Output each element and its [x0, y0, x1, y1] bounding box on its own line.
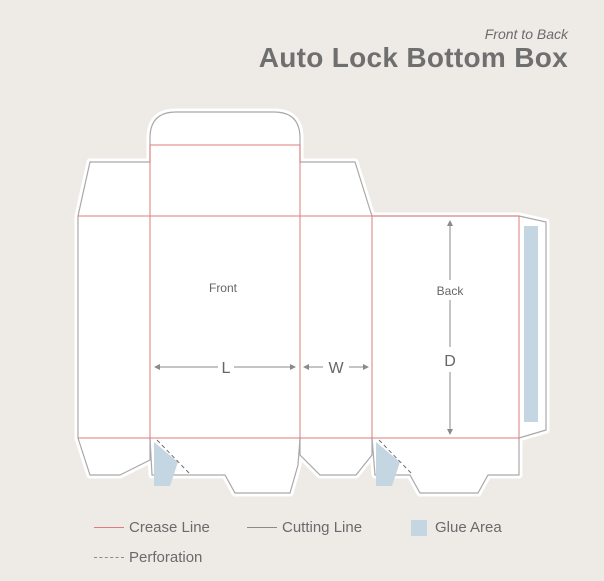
- back-panel-label: Back: [437, 284, 465, 298]
- legend-cutting-label: Cutting Line: [282, 519, 363, 536]
- legend-glue-label: Glue Area: [435, 519, 502, 536]
- crease-lines: [78, 144, 520, 439]
- depth-label: D: [444, 353, 456, 370]
- diagram-title: Auto Lock Bottom Box: [258, 42, 568, 73]
- legend-perforation-label: Perforation: [129, 549, 203, 566]
- crease-line-swatch: [94, 527, 124, 528]
- glue-areas: [154, 226, 538, 486]
- front-panel-label: Front: [209, 281, 238, 295]
- glue-area-swatch: [411, 519, 427, 536]
- legend-cutting: Cutting Line: [247, 519, 362, 536]
- box-outline: [74, 108, 550, 497]
- legend-crease: Crease Line: [94, 519, 210, 536]
- perforation-swatch: [94, 557, 124, 558]
- perforation-lines: [156, 439, 413, 475]
- legend-crease-label: Crease Line: [129, 519, 210, 536]
- length-label: L: [222, 360, 231, 377]
- legend-glue: Glue Area: [411, 519, 502, 536]
- cutting-line-swatch: [247, 527, 277, 528]
- legend-perforation: Perforation: [94, 549, 202, 566]
- diagram-subtitle: Front to Back: [484, 26, 568, 42]
- width-label: W: [328, 360, 344, 377]
